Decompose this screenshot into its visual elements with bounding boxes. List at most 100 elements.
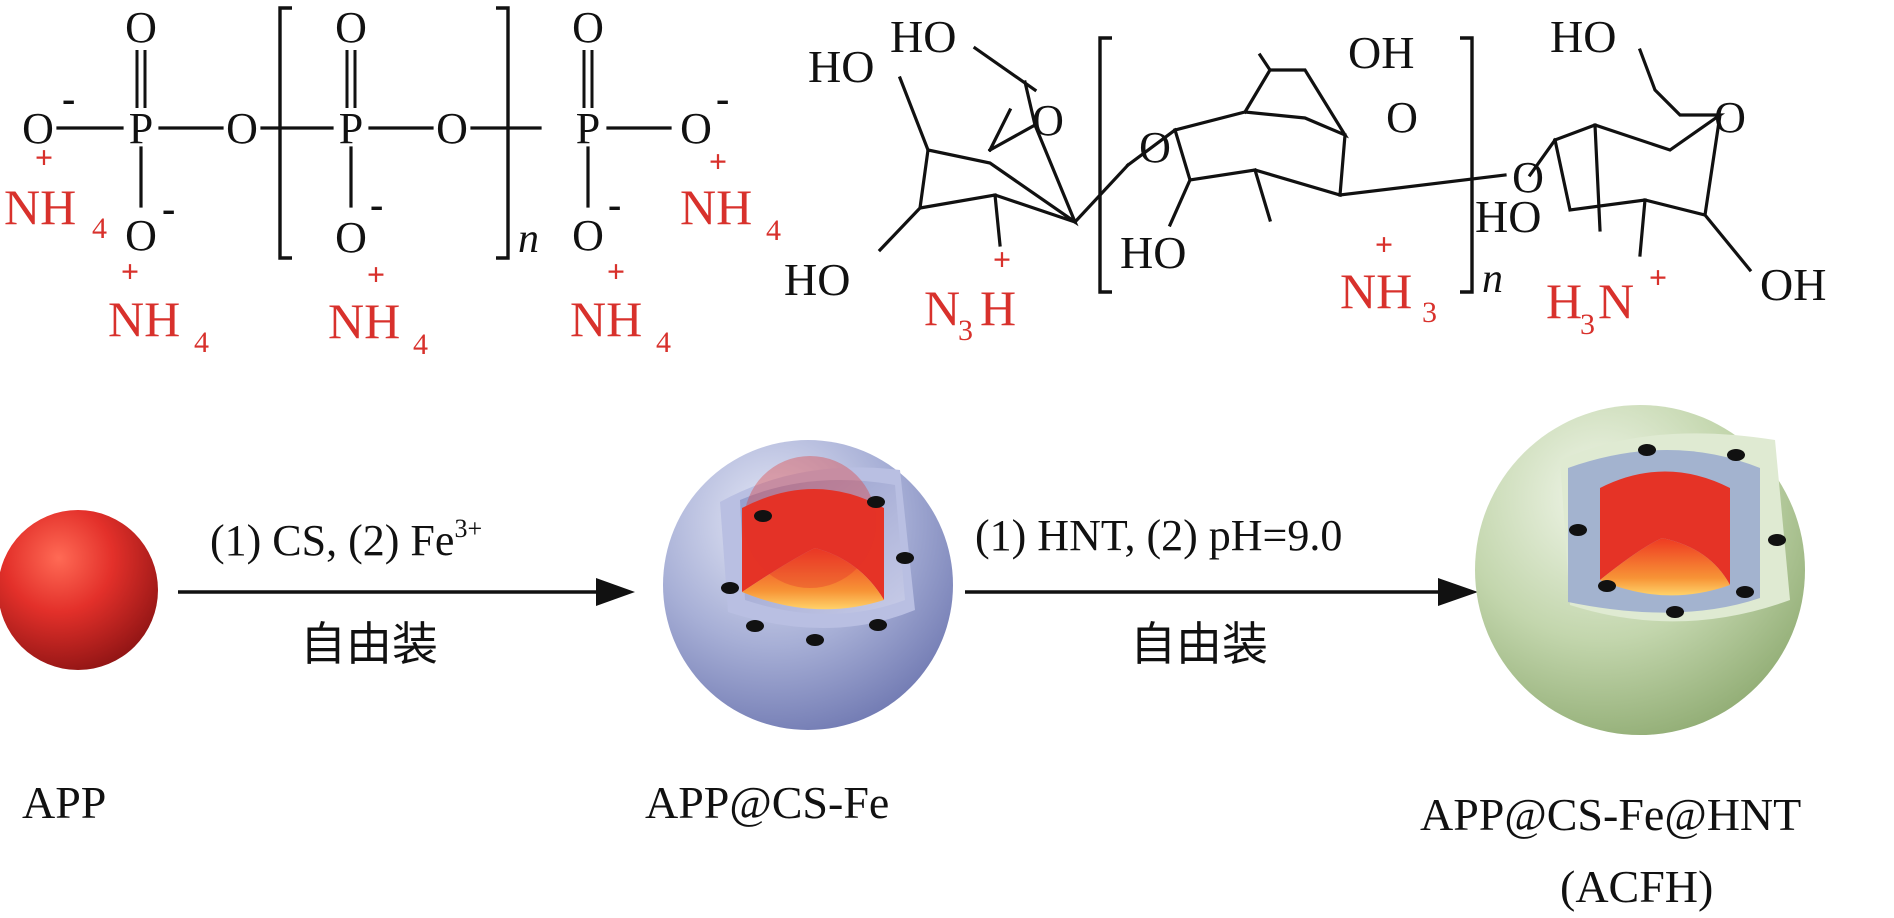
positive-charge: + <box>121 253 139 289</box>
amine-h: H <box>1546 273 1582 329</box>
amine-nh: NH <box>1340 263 1412 319</box>
oxygen-atom: O <box>125 3 157 52</box>
step2-reagents: (1) HNT, (2) pH=9.0 <box>975 511 1342 560</box>
fe-particle <box>746 620 764 632</box>
positive-charge: + <box>709 143 727 179</box>
positive-charge: + <box>367 256 385 292</box>
oxygen-atom: O <box>335 213 367 262</box>
ring-oxygen: O <box>1386 93 1418 142</box>
fe-particle <box>1638 444 1656 456</box>
hydroxyl-group: HO <box>808 41 874 92</box>
bond <box>1702 212 1753 273</box>
app-chemical-structure: O O O O P O P O P O O O O - - - - - n + … <box>4 3 781 361</box>
fe-particle <box>1569 524 1587 536</box>
fe-particle <box>867 496 885 508</box>
oxygen-atom: O <box>226 104 258 153</box>
positive-charge: + <box>1649 259 1667 295</box>
repeat-index: n <box>1482 256 1503 302</box>
ammonium-nh: NH <box>328 293 400 349</box>
bond <box>972 45 1038 93</box>
ammonium-subscript: 4 <box>656 326 671 359</box>
chitosan-chemical-structure: HO HO O HO O + N 3 H OH O HO + NH 3 n O … <box>784 11 1826 347</box>
glucosamine-ring-2 <box>1173 68 1349 198</box>
acfh-particle <box>1475 405 1805 735</box>
amine-n: N <box>1598 273 1634 329</box>
app-particle <box>0 510 158 670</box>
negative-charge: - <box>370 182 383 227</box>
hydroxyl-group: HO <box>1475 191 1541 242</box>
fe-particle <box>1736 586 1754 598</box>
amine-n: N <box>924 280 960 336</box>
amine-subscript: 3 <box>1580 308 1595 341</box>
bond <box>897 75 931 153</box>
fe-particle <box>896 552 914 564</box>
reaction-arrow-1 <box>178 578 635 606</box>
bond <box>1257 52 1273 73</box>
hydroxyl-group: HO <box>1550 11 1616 62</box>
fe-particle <box>1727 449 1745 461</box>
ring-oxygen: O <box>1714 93 1746 142</box>
oxygen-atom: O <box>572 3 604 52</box>
positive-charge: + <box>993 241 1011 277</box>
repeat-bracket-right <box>496 6 510 260</box>
hydroxyl-group: OH <box>1348 27 1414 78</box>
oxygen-atom: O <box>335 3 367 52</box>
app-label: APP <box>22 777 106 828</box>
hydroxyl-group: OH <box>1760 259 1826 310</box>
hydroxyl-group: HO <box>890 11 956 62</box>
arrowhead <box>596 578 635 606</box>
fe-particle <box>721 582 739 594</box>
fe-particle <box>806 634 824 646</box>
negative-charge: - <box>62 76 75 121</box>
positive-charge: + <box>1375 226 1393 262</box>
step1-reagents: (1) CS, (2) Fe3+ <box>210 514 482 565</box>
glycosidic-oxygen: O <box>1139 123 1171 172</box>
bond <box>1253 168 1272 222</box>
bond <box>1167 177 1193 228</box>
hydroxyl-group: HO <box>784 254 850 305</box>
repeat-bracket-right <box>1460 36 1474 294</box>
hydroxyl-group: HO <box>1120 227 1186 278</box>
core-highlight <box>744 456 876 588</box>
fe-particle <box>1666 606 1684 618</box>
arrowhead <box>1438 578 1478 606</box>
app-cs-fe-label: APP@CS-Fe <box>645 777 889 828</box>
step1-reagents-main: (1) CS, (2) Fe <box>210 516 454 565</box>
ammonium-nh: NH <box>570 291 642 347</box>
glucosamine-ring-3 <box>1552 47 1726 232</box>
acfh-label: APP@CS-Fe@HNT <box>1420 789 1801 840</box>
amine-h: H <box>980 280 1016 336</box>
phosphorus-atom: P <box>129 104 153 153</box>
app-cs-fe-particle <box>663 440 953 730</box>
bond <box>1125 127 1178 168</box>
step1-method: 自由装 <box>300 619 438 670</box>
ammonium-ion: + NH 4 <box>570 253 671 359</box>
phosphorus-atom: P <box>576 104 600 153</box>
ammonium-subscript: 4 <box>92 212 107 245</box>
ammonium-nh: NH <box>108 291 180 347</box>
ammonium-subscript: 4 <box>413 328 428 361</box>
ring-oxygen: O <box>1032 96 1064 145</box>
oxygen-atom: O <box>22 104 54 153</box>
acfh-abbreviation: (ACFH) <box>1560 861 1713 912</box>
positive-charge: + <box>35 139 53 175</box>
core-cut-bottom <box>1600 538 1730 596</box>
oxygen-atom: O <box>680 104 712 153</box>
step2-method: 自由装 <box>1130 619 1268 670</box>
negative-charge: - <box>162 186 175 231</box>
core-cut-top <box>1600 471 1730 585</box>
repeat-bracket-left <box>1098 36 1112 294</box>
bond <box>993 193 1002 247</box>
ammonium-ion: + NH 4 <box>4 139 107 245</box>
ammonium-nh: NH <box>4 179 76 235</box>
bond <box>1023 80 1037 127</box>
negative-charge: - <box>608 182 621 227</box>
core-cut-bottom <box>742 548 884 610</box>
negative-charge: - <box>716 76 729 121</box>
phosphorus-atom: P <box>339 104 363 153</box>
ammonium-ion: + NH 4 <box>108 253 209 359</box>
bond <box>1338 173 1507 197</box>
oxygen-atom: O <box>436 104 468 153</box>
bond <box>877 205 923 253</box>
